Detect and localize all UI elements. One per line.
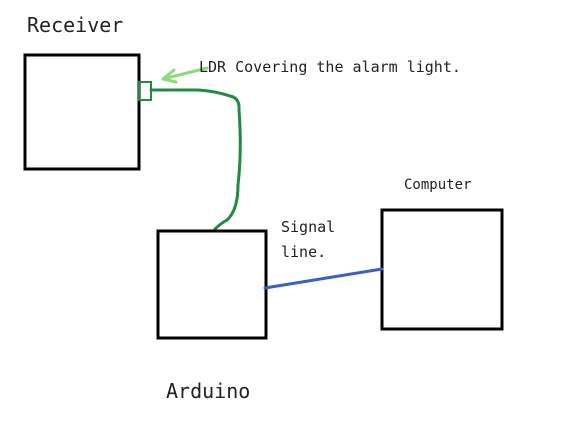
ldr-annotation: LDR Covering the alarm light. [199, 58, 461, 76]
signal-wire [263, 267, 384, 290]
signal-label-line-1: Signal [281, 218, 335, 236]
arduino-label: Arduino [166, 379, 250, 403]
signal-label-line-2: line. [281, 243, 326, 261]
computer-box [380, 208, 504, 331]
arduino-box [156, 229, 268, 340]
ldr-pointer-arrow [161, 66, 209, 84]
receiver-box [23, 53, 141, 171]
computer-label: Computer [404, 177, 471, 193]
ldr-wire [149, 88, 242, 231]
ldr-sensor [138, 81, 152, 101]
receiver-label: Receiver [27, 13, 123, 37]
